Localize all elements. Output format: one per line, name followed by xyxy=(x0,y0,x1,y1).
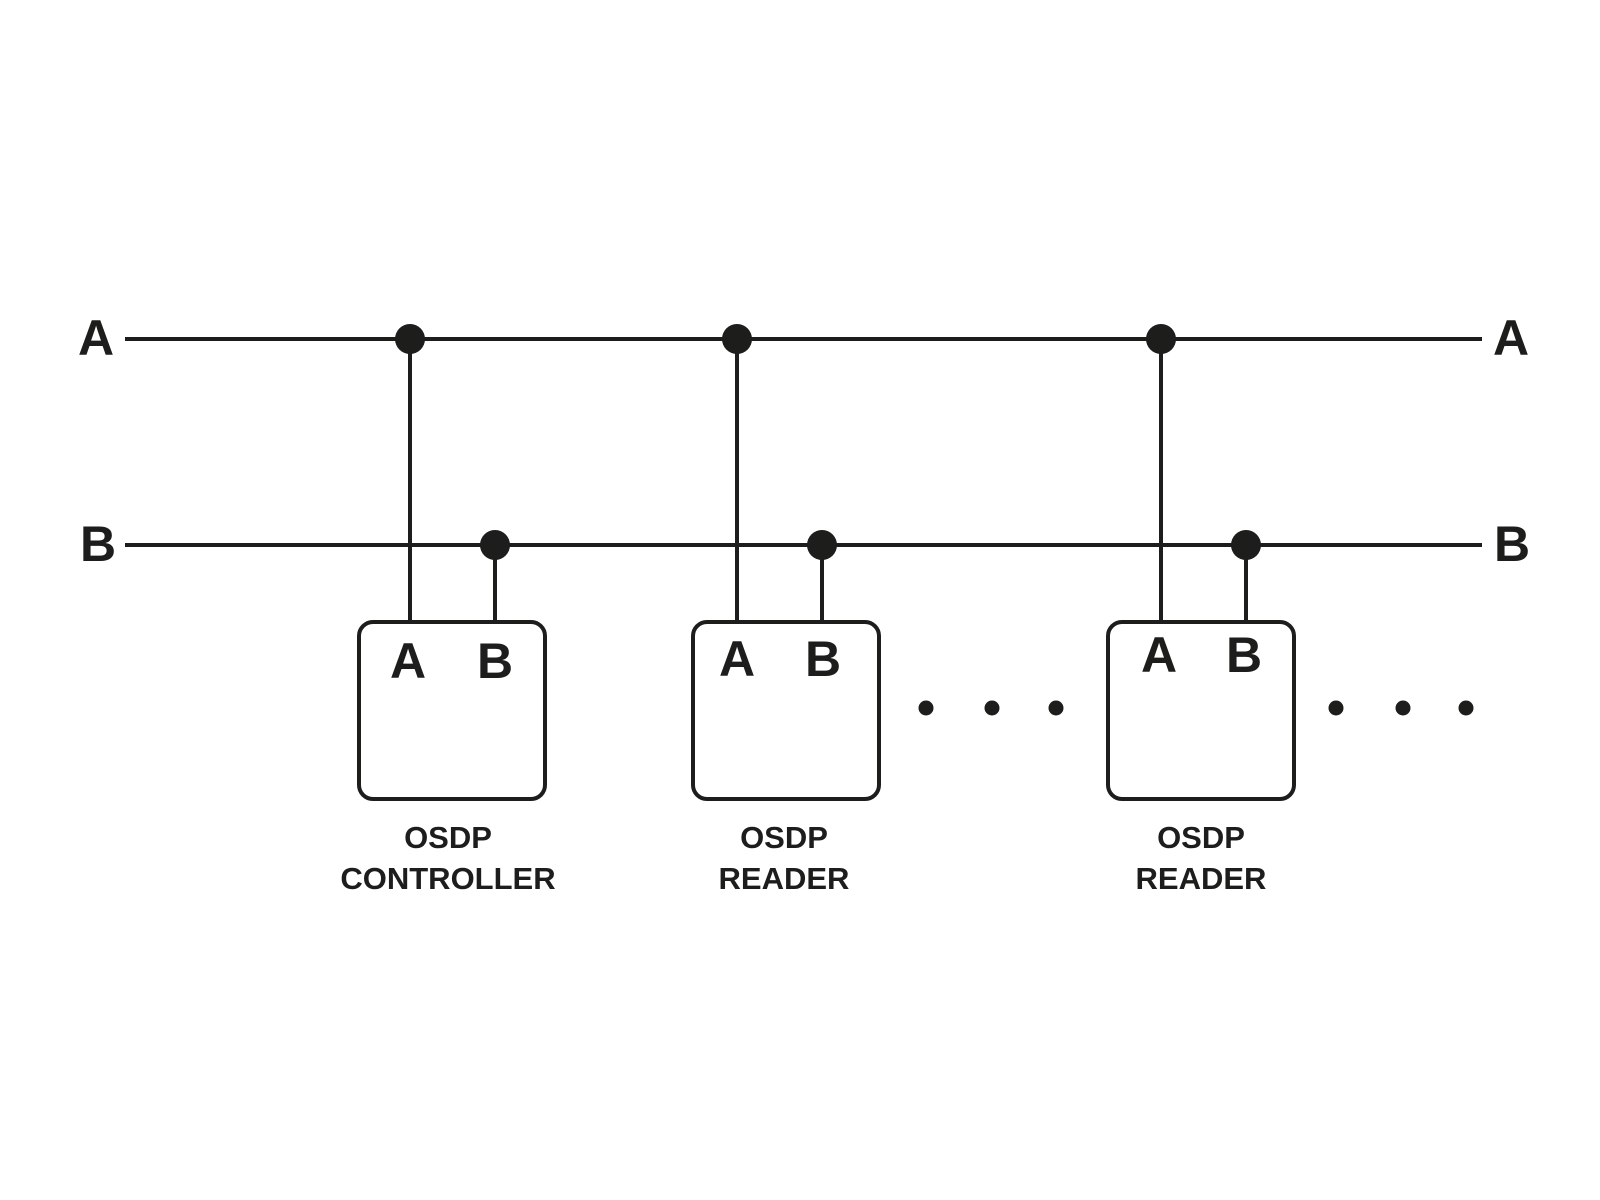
device-box xyxy=(1106,620,1296,801)
device-name-line2: CONTROLLER xyxy=(340,861,555,896)
ellipsis-dot xyxy=(1458,700,1474,716)
device-controller: A B OSDP CONTROLLER xyxy=(340,324,556,896)
junction-node-a xyxy=(722,324,752,354)
bus-b-right-label: B xyxy=(1494,516,1530,572)
ellipsis-dot xyxy=(984,700,1000,716)
junction-node-b xyxy=(1231,530,1261,560)
junction-node-b xyxy=(807,530,837,560)
ellipsis-dot xyxy=(918,700,934,716)
bus-b-left-label: B xyxy=(80,516,116,572)
ellipsis-dot xyxy=(1395,700,1411,716)
device-name-line1: OSDP xyxy=(740,820,828,855)
pin-b-label: B xyxy=(805,631,841,687)
junction-node-b xyxy=(480,530,510,560)
junction-node-a xyxy=(1146,324,1176,354)
ellipsis-dot xyxy=(1328,700,1344,716)
junction-node-a xyxy=(395,324,425,354)
device-name-line2: READER xyxy=(719,861,850,896)
device-box xyxy=(691,620,881,801)
pin-a-label: A xyxy=(1141,627,1177,683)
device-reader-1: A B OSDP READER xyxy=(691,324,881,896)
pin-b-label: B xyxy=(1226,627,1262,683)
pin-a-label: A xyxy=(719,631,755,687)
bus-a-left-label: A xyxy=(78,310,114,366)
device-name-line2: READER xyxy=(1136,861,1267,896)
device-name-line1: OSDP xyxy=(404,820,492,855)
bus-a-right-label: A xyxy=(1493,310,1529,366)
device-name-line1: OSDP xyxy=(1157,820,1245,855)
device-reader-2: A B OSDP READER xyxy=(1106,324,1296,896)
pin-a-label: A xyxy=(390,633,426,689)
device-box xyxy=(357,620,547,801)
trailing-ellipsis xyxy=(1328,700,1474,716)
pin-b-label: B xyxy=(477,633,513,689)
continuation-ellipsis xyxy=(918,700,1064,716)
ellipsis-dot xyxy=(1048,700,1064,716)
